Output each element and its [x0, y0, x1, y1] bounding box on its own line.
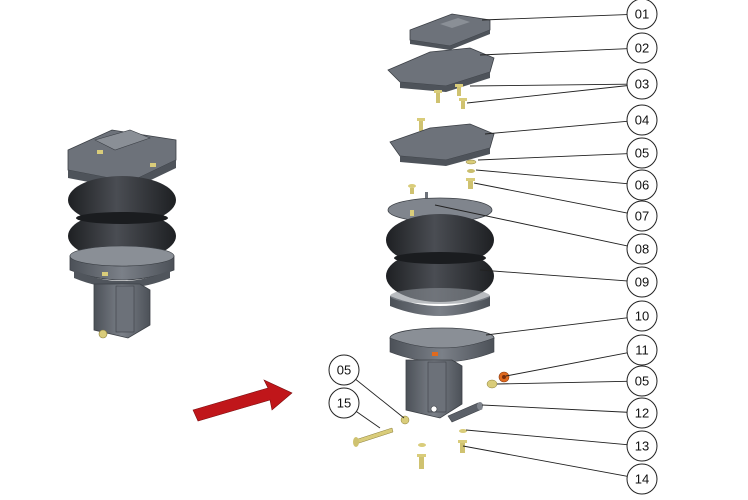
callout-circle-14: [626, 463, 658, 495]
leader-line-12: [481, 404, 628, 413]
callout-circle-13: [626, 430, 658, 462]
callout-number-15: 15: [337, 396, 351, 411]
direction-arrow: [192, 379, 293, 422]
part-15-long-bolt: [353, 415, 410, 447]
leader-line-03: [466, 85, 628, 104]
callout-circle-09: [626, 266, 658, 298]
callout-number-13: 13: [635, 439, 649, 454]
leader-line-15: [356, 411, 381, 429]
callout-circle-04: [626, 104, 658, 136]
callout-circle-10: [626, 300, 658, 332]
leader-line-14: [462, 445, 628, 477]
callout-number-02: 02: [635, 41, 649, 56]
callout-circle-15: [328, 387, 360, 419]
callout-circle-02: [626, 32, 658, 64]
part-04-middle-plate: [389, 123, 495, 166]
callout-circle-05a: [626, 137, 658, 169]
callout-circle-08: [626, 233, 658, 265]
part-02-upper-plate: [387, 47, 495, 92]
callout-number-09: 09: [635, 275, 649, 290]
part-12-sleeve: [447, 402, 483, 423]
callout-number-14: 14: [635, 472, 649, 487]
callout-number-05b: 05: [635, 374, 649, 389]
callout-circle-06: [626, 169, 658, 201]
part-13-14-hardware: [417, 429, 467, 469]
callout-number-04: 04: [635, 113, 649, 128]
part-11-nut: [486, 371, 510, 389]
callout-circle-05b: [626, 365, 658, 397]
part-01-top-plate: [409, 13, 491, 50]
callout-circle-05c: [328, 354, 360, 386]
leader-line-05a: [477, 153, 628, 161]
part-09-air-bellow: [386, 197, 494, 316]
leader-line-01: [481, 14, 628, 21]
part-05-06-07-hardware: [465, 159, 477, 189]
callout-circle-12: [626, 397, 658, 429]
leader-line-10: [485, 317, 628, 336]
callout-circle-07: [626, 200, 658, 232]
callout-number-11: 11: [635, 343, 649, 358]
callout-circle-01: [626, 0, 658, 30]
callout-number-07: 07: [635, 209, 649, 224]
leader-line-05c: [355, 379, 405, 419]
callout-number-08: 08: [635, 242, 649, 257]
leader-line-08: [434, 204, 628, 247]
callout-labels: 01 02 03 04 05 06 07 08 09 10 11 05 12 13 14 05 15: [328, 0, 658, 495]
callout-number-12: 12: [635, 406, 649, 421]
assembled-air-spring: [67, 129, 177, 339]
callout-circle-11: [626, 334, 658, 366]
part-10-base-bracket: [389, 327, 495, 419]
leader-line-02: [479, 48, 628, 56]
callout-number-10: 10: [635, 309, 649, 324]
leader-line-11: [505, 352, 628, 377]
leader-line-07: [473, 182, 628, 214]
leader-line-09: [479, 269, 628, 282]
leader-line-05b: [496, 380, 628, 385]
leader-line-06: [475, 169, 628, 185]
callout-number-05c: 05: [337, 363, 351, 378]
leader-line-03: [469, 83, 628, 87]
callout-number-06: 06: [635, 178, 649, 193]
callout-number-01: 01: [635, 7, 649, 22]
callout-number-05a: 05: [635, 146, 649, 161]
part-03-bolts: [417, 84, 467, 131]
callout-number-03: 03: [635, 77, 649, 92]
leader-line-13: [465, 429, 628, 446]
callout-circle-03: [626, 68, 658, 100]
leader-line-04: [484, 120, 628, 135]
